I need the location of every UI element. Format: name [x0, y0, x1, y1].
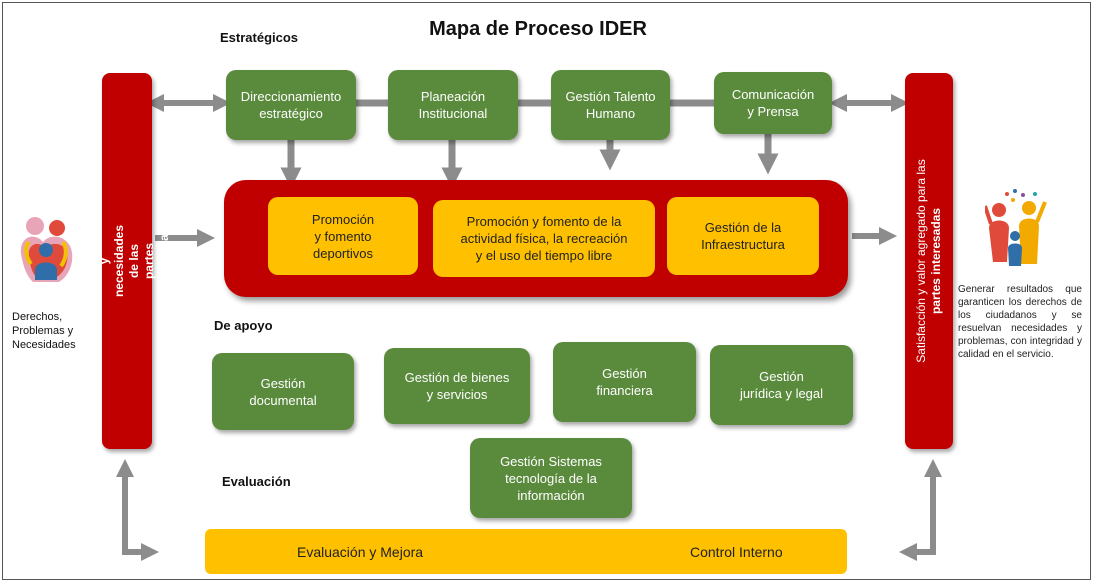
control-interno-label: Control Interno — [690, 544, 783, 560]
process-direccionamiento-estrategico: Direccionamiento estratégico — [226, 70, 356, 140]
process-gestion-juridica-legal: Gestión jurídica y legal — [710, 345, 853, 425]
arrow-bottom-left — [116, 459, 159, 561]
section-evaluacion: Evaluación — [222, 474, 291, 489]
process-gestion-financiera: Gestión financiera — [553, 342, 696, 422]
evaluation-bar — [205, 529, 847, 574]
evaluacion-mejora-label: Evaluación y Mejora — [297, 544, 424, 560]
process-comunicacion-prensa: Comunicación y Prensa — [714, 72, 832, 134]
diagram-title: Mapa de Proceso IDER — [429, 18, 647, 40]
process-gestion-sistemas-tecnologia: Gestión Sistemas tecnología de la inform… — [470, 438, 632, 518]
left-bar-text: Expectativa y necesidades de las partes … — [82, 224, 171, 298]
process-gestion-talento-humano: Gestión Talento Humano — [551, 70, 670, 140]
process-actividad-fisica-recreacion: Promoción y fomento de la actividad físi… — [433, 200, 655, 277]
right-stakeholder-bar: Satisfacción y valor agregado para las p… — [905, 73, 953, 449]
process-planeacion-institucional: Planeación Institucional — [388, 70, 518, 140]
right-bar-text-1: Satisfacción y valor agregado para las — [914, 159, 928, 363]
left-stakeholder-bar: Expectativa y necesidades de las partes … — [82, 73, 171, 449]
process-gestion-infraestructura: Gestión de la Infraestructura — [667, 197, 819, 275]
arrow-bottom-right — [899, 459, 942, 561]
right-caption: Generar resultados que garanticen los de… — [958, 284, 1082, 360]
process-gestion-documental: Gestión documental — [212, 353, 354, 430]
section-apoyo: De apoyo — [214, 318, 273, 333]
process-promocion-fomento-deportivos: Promoción y fomento deportivos — [268, 197, 418, 275]
family-icon — [15, 212, 77, 286]
right-bar-text: Satisfacción y valor agregado para las p… — [914, 159, 944, 362]
section-estrategicos: Estratégicos — [220, 30, 299, 45]
celebrating-family-icon — [983, 188, 1049, 270]
process-gestion-bienes-servicios: Gestión de bienes y servicios — [384, 348, 530, 424]
right-bar-text-2: partes interesadas — [929, 207, 943, 315]
left-caption: Derechos, Problemas y Necesidades — [12, 311, 76, 351]
